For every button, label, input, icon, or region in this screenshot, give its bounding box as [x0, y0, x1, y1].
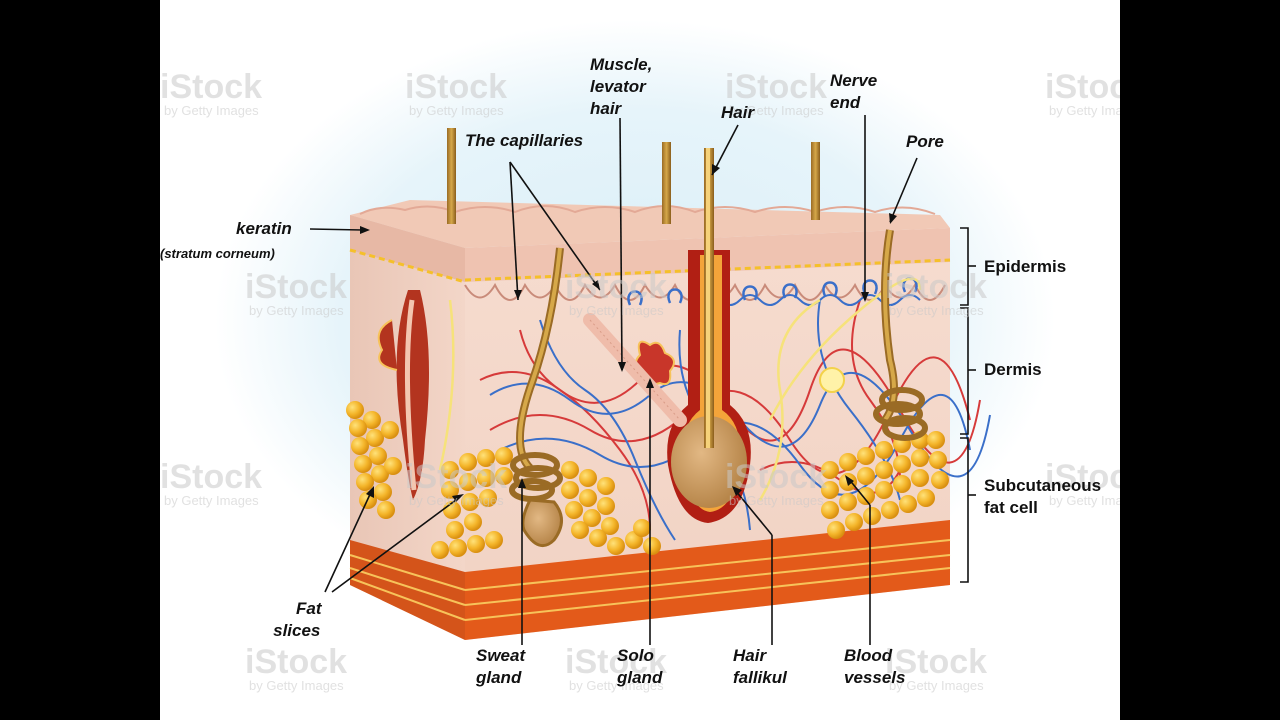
hair-shaft-right — [811, 142, 820, 220]
arrector-pili-muscle — [583, 313, 687, 427]
label-stratum-corneum: (stratum corneum) — [160, 246, 275, 261]
label-capillaries: The capillaries — [465, 131, 584, 150]
label-hair: Hair — [721, 103, 755, 122]
hair-shaft-middle — [662, 142, 671, 224]
bottom-layer-side — [350, 540, 465, 640]
label-muscle-levator-hair: Muscle, levator hair — [590, 55, 653, 118]
side-follicle — [396, 290, 429, 500]
label-blood-vessels: Blood vessels — [844, 646, 906, 687]
label-dermis: Dermis — [984, 360, 1042, 379]
label-sweat-gland: Sweat gland — [476, 646, 526, 687]
pore-gland-coil — [873, 387, 928, 441]
label-keratin: keratin — [236, 219, 292, 238]
label-pore: Pore — [906, 132, 944, 151]
fat-cells — [346, 401, 949, 559]
hair-bulb — [671, 416, 747, 508]
sweat-gland-coil — [509, 452, 563, 502]
label-solo-gland: Solo gland — [617, 646, 663, 687]
nerve-corpuscle — [819, 367, 845, 393]
hair-shaft-left — [447, 128, 456, 224]
sweat-gland-bulb — [521, 498, 563, 548]
label-fat-slices: Fat slices — [273, 599, 322, 640]
top-surface — [350, 200, 950, 248]
nerves — [438, 277, 922, 501]
capillary-loops — [627, 277, 918, 306]
label-epidermis: Epidermis — [984, 257, 1067, 276]
left-epidermis — [350, 215, 465, 282]
pointer-arrowheads — [360, 164, 897, 502]
label-nerve-end: Nerve end — [830, 71, 878, 112]
skin-cross-section-illustration — [215, 20, 1055, 645]
top-surface-scales — [359, 205, 936, 215]
label-hair-follicle: Hair fallikul — [733, 646, 787, 687]
label-subcutaneous-fat-cell: Subcutaneous fat cell — [984, 476, 1102, 517]
